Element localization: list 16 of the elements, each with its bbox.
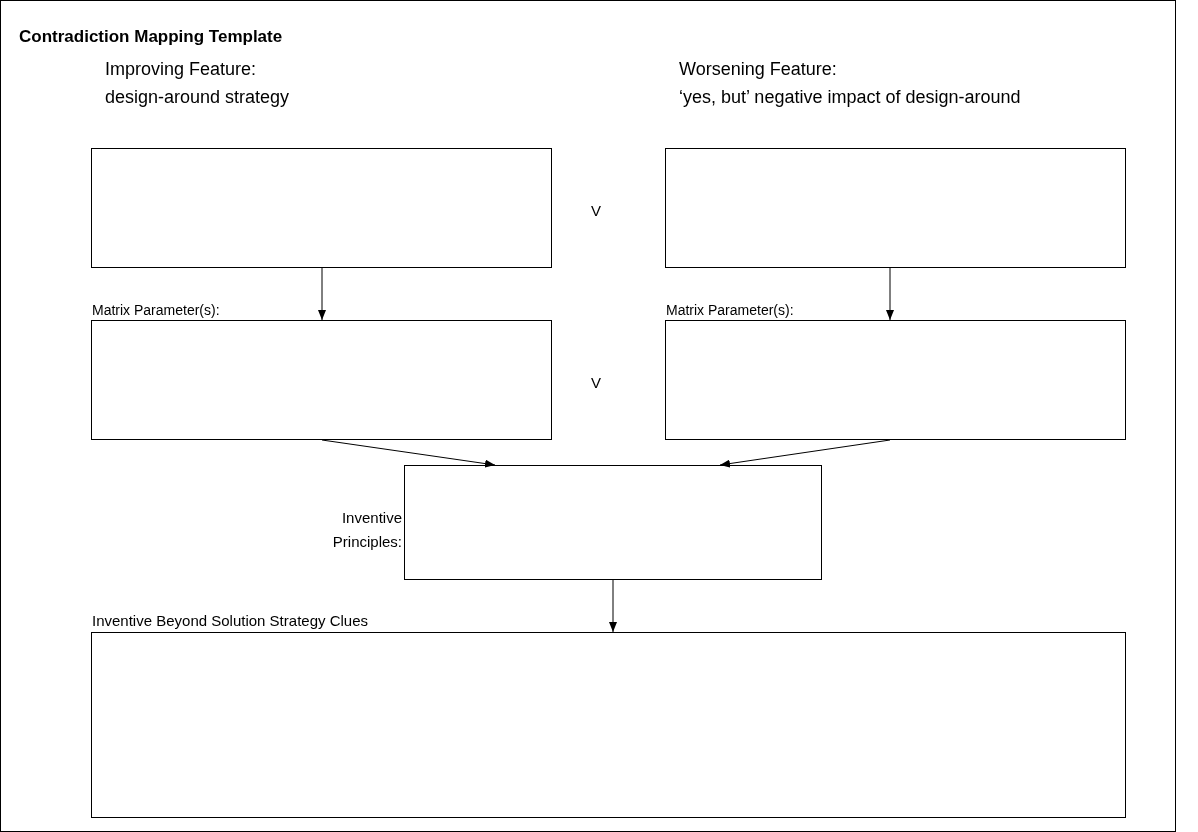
section-heading: Improving Feature:: [105, 58, 258, 81]
arrow: [318, 267, 326, 321]
box-heading: Matrix Parameter(s):: [92, 301, 220, 319]
box-heading: Inventive Principles:: [331, 508, 402, 552]
section-heading: ‘yes, but’ negative impact of design-around: [679, 86, 1021, 109]
box-heading: Matrix Parameter(s):: [666, 301, 794, 319]
section-heading: design-around strategy: [105, 86, 290, 109]
versus-label: V: [591, 373, 601, 393]
versus-label: V: [591, 201, 601, 221]
arrow: [886, 267, 894, 321]
title: Contradiction Mapping Template: [19, 26, 283, 48]
box-heading: Inventive Beyond Solution Strategy Clues: [92, 611, 368, 630]
arrow: [719, 439, 891, 468]
arrow: [609, 579, 617, 633]
arrow: [321, 439, 496, 468]
section-heading: Worsening Feature:: [679, 58, 838, 81]
